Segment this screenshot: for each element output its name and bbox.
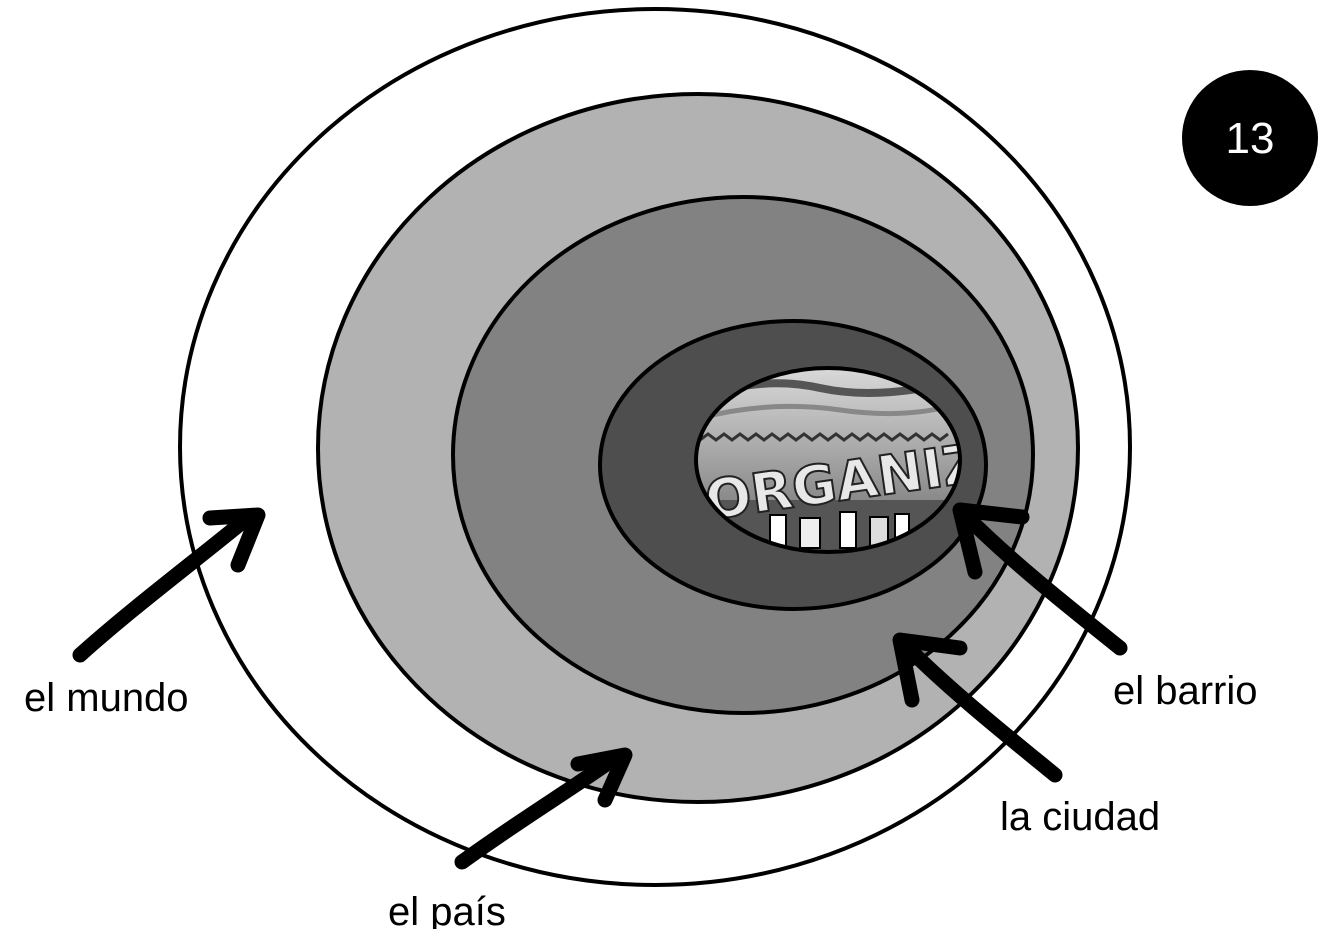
arrow-el-mundo xyxy=(72,507,266,663)
page-number-text: 13 xyxy=(1226,114,1275,163)
label-la-ciudad: la ciudad xyxy=(1000,795,1160,839)
label-el-barrio: el barrio xyxy=(1113,669,1258,713)
label-el-mundo: el mundo xyxy=(24,676,189,720)
page-number-badge: 13 xyxy=(1182,70,1318,206)
label-el-pais: el país xyxy=(388,890,506,929)
arrow-el-barrio xyxy=(952,502,1128,656)
arrow-el-pais xyxy=(454,747,633,870)
arrow-la-ciudad xyxy=(892,632,1063,783)
